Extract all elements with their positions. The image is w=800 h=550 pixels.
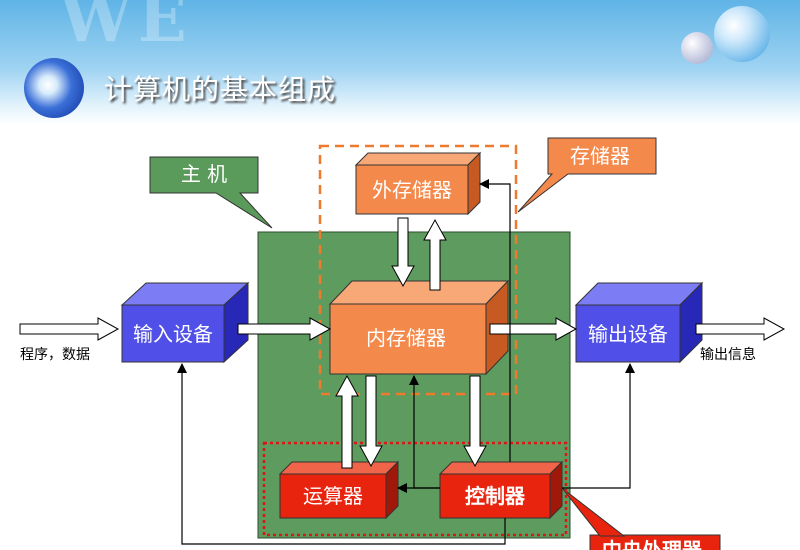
output-device-box: 输出设备 — [574, 281, 704, 364]
controller-to-external-line — [479, 179, 511, 462]
input-info-label: 程序，数据 — [20, 347, 90, 363]
host-label: 主 机 — [181, 162, 227, 186]
storage-label: 存储器 — [570, 144, 630, 168]
cpu-callout: 中央处理器 — [561, 487, 721, 550]
controller-to-output-line — [562, 363, 635, 489]
cpu-boundary — [262, 441, 568, 537]
bubble-decoration-small — [681, 32, 713, 64]
storage-boundary — [318, 144, 518, 396]
cpu-label: 中央处理器 — [602, 538, 703, 550]
output-device-label: 输出设备 — [588, 322, 668, 346]
memory-to-output-arrow — [489, 317, 578, 341]
output-arrow — [695, 317, 786, 341]
internal-storage-box: 内存储器 — [328, 279, 510, 376]
controller-box: 控制器 — [438, 460, 564, 520]
input-device-box: 输入设备 — [120, 281, 250, 364]
external-storage-label: 外存储器 — [372, 178, 452, 202]
input-arrow — [19, 317, 120, 341]
alu-label: 运算器 — [303, 484, 363, 508]
input-device-label: 输入设备 — [133, 322, 213, 346]
alu-to-memory-arrow — [335, 374, 359, 469]
memory-to-controller-arrow — [463, 375, 487, 468]
host-callout: 主 机 — [149, 156, 273, 229]
controller-label: 控制器 — [465, 484, 526, 508]
memory-to-external-arrow — [423, 218, 447, 291]
title-bullet-icon — [24, 58, 84, 118]
storage-callout: 存储器 — [517, 137, 657, 213]
external-to-memory-arrow — [391, 217, 415, 288]
external-storage-box: 外存储器 — [354, 151, 482, 216]
alu-box: 运算器 — [278, 460, 400, 520]
internal-storage-label: 内存储器 — [366, 326, 446, 350]
input-to-memory-arrow — [237, 317, 332, 341]
output-info-label: 输出信息 — [700, 346, 756, 363]
bubble-decoration-large — [714, 6, 770, 62]
header-watermark: WE — [60, 0, 193, 57]
page-title: 计算机的基本组成 — [104, 73, 337, 106]
controller-to-input-line — [177, 363, 506, 545]
header-banner: WE 计算机的基本组成 — [0, 0, 800, 125]
memory-to-alu-arrow — [359, 375, 383, 468]
